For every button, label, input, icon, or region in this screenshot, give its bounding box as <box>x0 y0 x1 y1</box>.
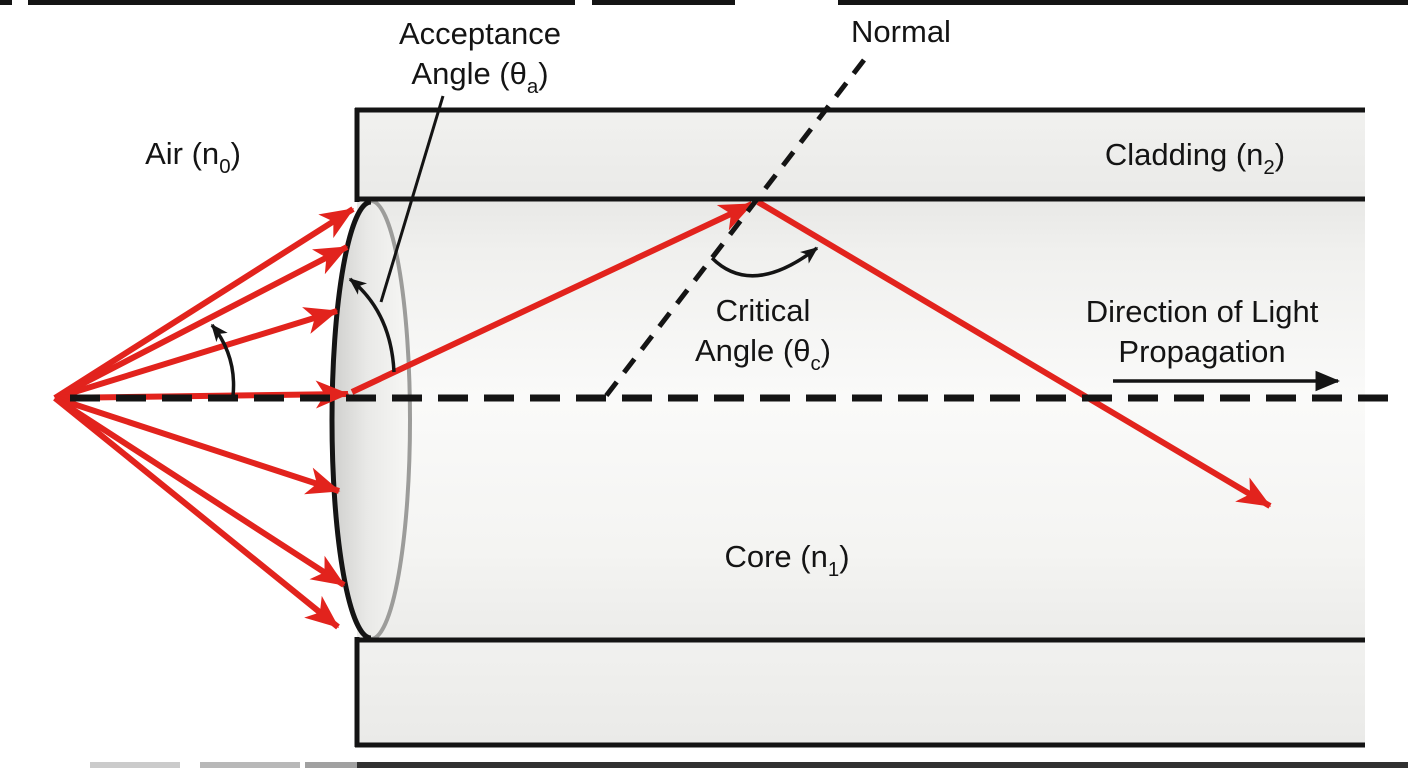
bottom-edge-bar <box>200 762 300 768</box>
fiber-cladding-top <box>357 110 1365 199</box>
refracted-ray <box>350 201 754 395</box>
core-subscript: 1 <box>827 558 840 582</box>
light-ray-upper-3 <box>54 307 339 401</box>
critical-angle-label-close: ) <box>820 333 832 368</box>
acceptance-angle-label-close: ) <box>538 56 549 91</box>
acceptance-angle-pointer-line <box>379 95 445 303</box>
acceptance-angle-arc <box>348 277 396 373</box>
bottom-edge-bar <box>305 762 357 768</box>
acceptance-angle-subscript: a <box>526 75 539 99</box>
critical-angle-label: Critical Angle (θc) <box>695 291 831 382</box>
direction-label-line1: Direction of Light <box>1085 294 1319 329</box>
bottom-edge-bar <box>90 762 180 768</box>
acceptance-angle-label-line2: Angle (θ <box>411 56 527 91</box>
core-label-text: Core (n <box>724 539 828 574</box>
critical-angle-label-line2: Angle (θ <box>694 333 811 368</box>
fiber-cladding-bottom <box>357 640 1365 745</box>
cladding-label-close: ) <box>1274 137 1286 172</box>
direction-of-light-label: Direction of Light Propagation <box>1086 292 1319 372</box>
normal-label: Normal <box>851 12 951 52</box>
air-label-text: Air (n <box>145 136 220 171</box>
critical-angle-subscript: c <box>810 352 821 376</box>
fiber-core <box>357 199 1365 640</box>
critical-angle-arc <box>710 246 819 278</box>
top-edge-bar <box>28 0 575 5</box>
top-edge-bar <box>0 0 12 5</box>
acceptance-angle-label: Acceptance Angle (θa) <box>399 14 561 105</box>
cladding-subscript: 2 <box>1263 156 1275 180</box>
light-ray-upper-1 <box>53 206 355 401</box>
air-subscript: 0 <box>219 155 231 179</box>
core-label-close: ) <box>839 539 850 574</box>
direction-label-line2: Propagation <box>1118 334 1286 369</box>
light-ray-lower-2 <box>53 395 346 588</box>
air-label: Air (n0) <box>145 134 241 185</box>
source-cone-angle-arc <box>210 323 236 397</box>
cladding-label-text: Cladding (n <box>1104 137 1264 172</box>
core-label: Core (n1) <box>724 537 849 588</box>
light-ray-lower-3 <box>53 395 340 630</box>
light-ray-axial <box>54 380 350 409</box>
fiber-outlines <box>354 107 1365 748</box>
air-label-close: ) <box>230 136 241 171</box>
normal-dashed-line <box>604 58 866 398</box>
normal-label-text: Normal <box>851 14 951 49</box>
reflected-ray <box>756 199 1272 509</box>
light-ray-upper-2 <box>53 244 349 401</box>
acceptance-angle-label-line1: Acceptance <box>399 16 561 51</box>
top-edge-bar <box>838 0 1408 5</box>
cladding-label: Cladding (n2) <box>1105 135 1285 186</box>
light-ray-lower-1 <box>54 395 341 495</box>
critical-angle-label-line1: Critical <box>715 293 811 328</box>
top-edge-bar <box>592 0 735 5</box>
light-ray-fan <box>53 206 355 630</box>
bottom-edge-bar <box>357 762 1408 768</box>
